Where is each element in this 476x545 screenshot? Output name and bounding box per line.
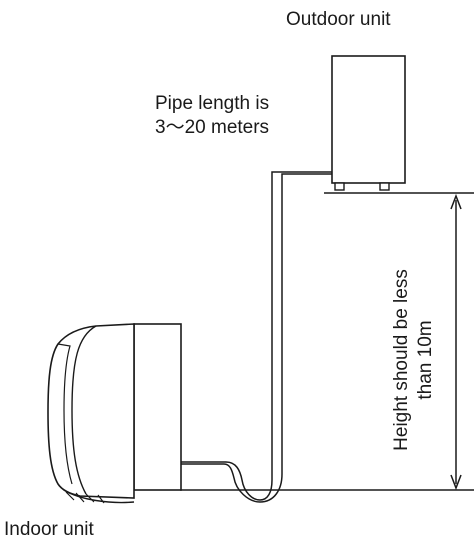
indoor-unit-bottom	[63, 489, 135, 504]
outdoor-unit-label: Outdoor unit	[286, 9, 391, 30]
height-arrow-bottom	[450, 474, 462, 491]
indoor-unit-front-curve	[71, 325, 97, 495]
outdoor-unit-foot-left	[334, 182, 345, 191]
pipe-length-line1: Pipe length is	[155, 93, 270, 114]
pipe-inner	[181, 173, 332, 503]
indoor-unit-panel-edge	[57, 343, 73, 485]
pipe-length-line2: 3～20 meters	[155, 117, 270, 138]
pipe-length-label: Pipe length is 3～20 meters	[155, 92, 269, 140]
height-line1: Height should be less	[391, 269, 412, 451]
height-line2: than 10m	[415, 320, 436, 400]
outdoor-unit-body	[331, 55, 406, 184]
height-arrow-top	[450, 193, 462, 210]
indoor-unit-label: Indoor unit	[4, 519, 94, 540]
pipe-outer	[181, 171, 332, 501]
indoor-wall	[133, 323, 182, 491]
outdoor-unit-foot-right	[379, 182, 390, 191]
indoor-unit-body	[47, 323, 135, 499]
